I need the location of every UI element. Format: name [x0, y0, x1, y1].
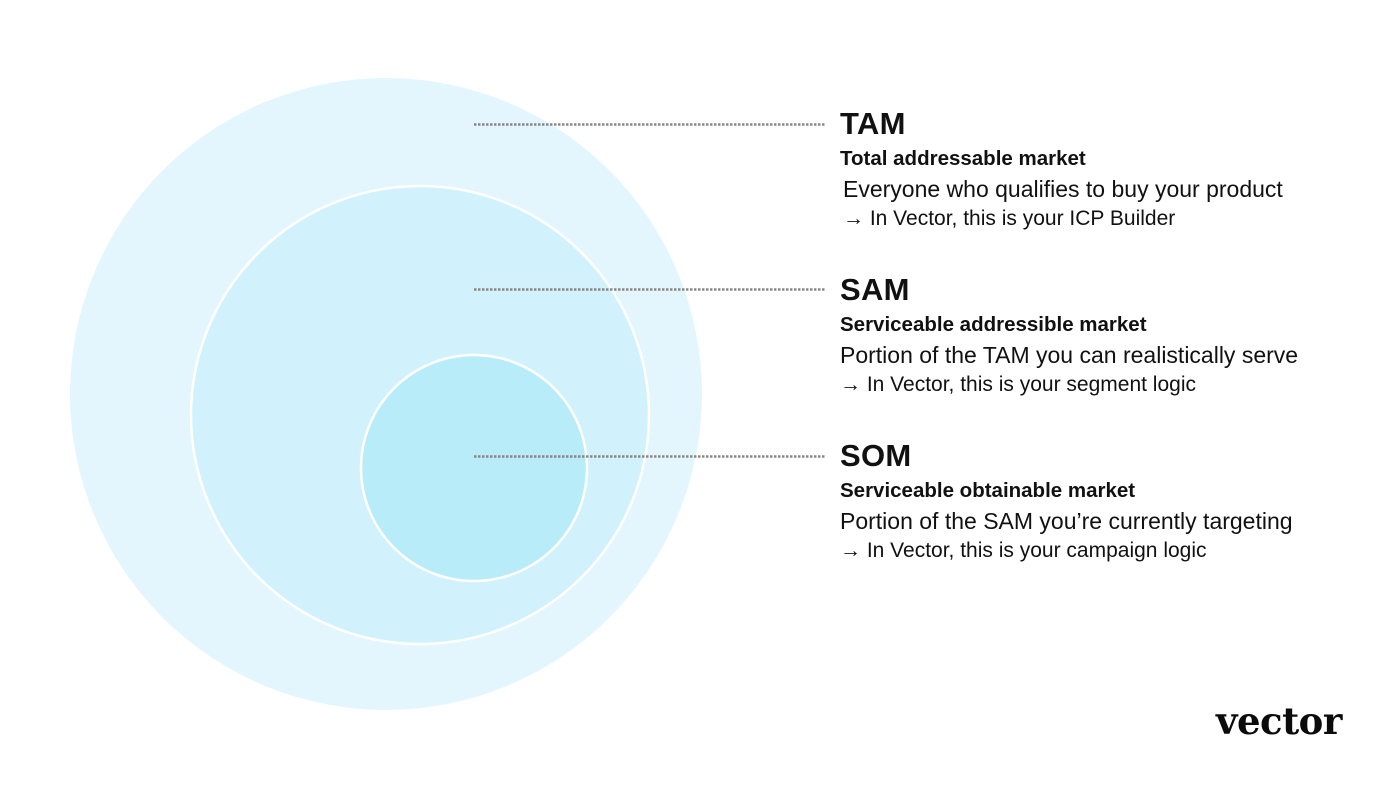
tam-vector-note: → In Vector, this is your ICP Builder [843, 207, 1176, 230]
som-description: Portion of the SAM you’re currently targ… [840, 508, 1293, 534]
tam-description: Everyone who qualifies to buy your produ… [843, 176, 1283, 202]
tam-label: TAM [840, 106, 906, 141]
sam-entry: SAM Serviceable addressible market Porti… [840, 272, 1380, 400]
som-vector-note: → In Vector, this is your campaign logic [840, 539, 1207, 562]
sam-vector-note: → In Vector, this is your segment logic [840, 373, 1196, 396]
vector-logo: vector [1216, 699, 1342, 743]
sam-full-name: Serviceable addressible market [840, 313, 1147, 336]
tam-full-name: Total addressable market [840, 147, 1086, 170]
sam-description: Portion of the TAM you can realistically… [840, 342, 1299, 368]
sam-label: SAM [840, 272, 910, 307]
som-full-name: Serviceable obtainable market [840, 479, 1136, 502]
som-label: SOM [840, 438, 912, 473]
som-circle [359, 353, 589, 583]
tam-entry: TAM Total addressable market Everyone wh… [840, 106, 1380, 234]
som-entry: SOM Serviceable obtainable market Portio… [840, 438, 1380, 566]
